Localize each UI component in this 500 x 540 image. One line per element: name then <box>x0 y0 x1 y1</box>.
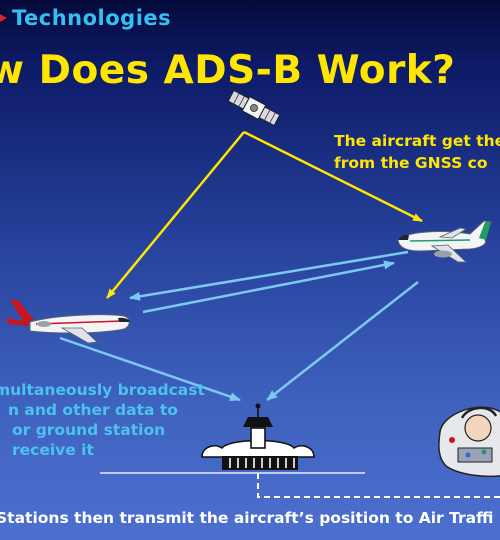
left-aircraft-icon <box>6 300 130 344</box>
brand-logo: Technologies <box>0 5 171 31</box>
caption-broadcast-line-3: or ground station <box>12 421 166 439</box>
caption-aircraft-gnss-line-1: The aircraft get the <box>334 132 500 150</box>
right-aircraft-icon <box>397 220 492 263</box>
caption-broadcast-line-1: multaneously broadcast <box>0 381 205 399</box>
brand-name: Technologies <box>12 6 172 30</box>
arrow-satellite-to-right-aircraft <box>243 130 423 223</box>
arrow-satellite-to-left-aircraft <box>106 131 245 299</box>
caption-broadcast-line-4: receive it <box>12 441 94 459</box>
brand-arrow-icon <box>0 14 7 22</box>
arrow-right-aircraft-to-ground <box>266 281 419 401</box>
arrow-left-aircraft-to-ground <box>59 336 241 402</box>
caption-aircraft-gnss-line-2: from the GNSS co <box>334 154 488 172</box>
slide-title: w Does ADS-B Work? <box>0 48 456 93</box>
arrow-right-to-left-aircraft <box>129 250 409 301</box>
caption-aircraft-gnss: The aircraft get the from the GNSS co <box>334 130 500 174</box>
caption-broadcast-line-2: n and other data to <box>8 401 178 419</box>
arrow-left-to-right-aircraft <box>142 260 395 314</box>
satellite-icon <box>227 89 281 127</box>
air-traffic-controller-icon <box>438 406 500 478</box>
caption-broadcast: multaneously broadcast n and other data … <box>0 380 205 460</box>
caption-ground-stations: Stations then transmit the aircraft’s po… <box>0 509 494 527</box>
ground-station-icon <box>201 403 315 470</box>
ground-dashed-link <box>257 473 500 498</box>
